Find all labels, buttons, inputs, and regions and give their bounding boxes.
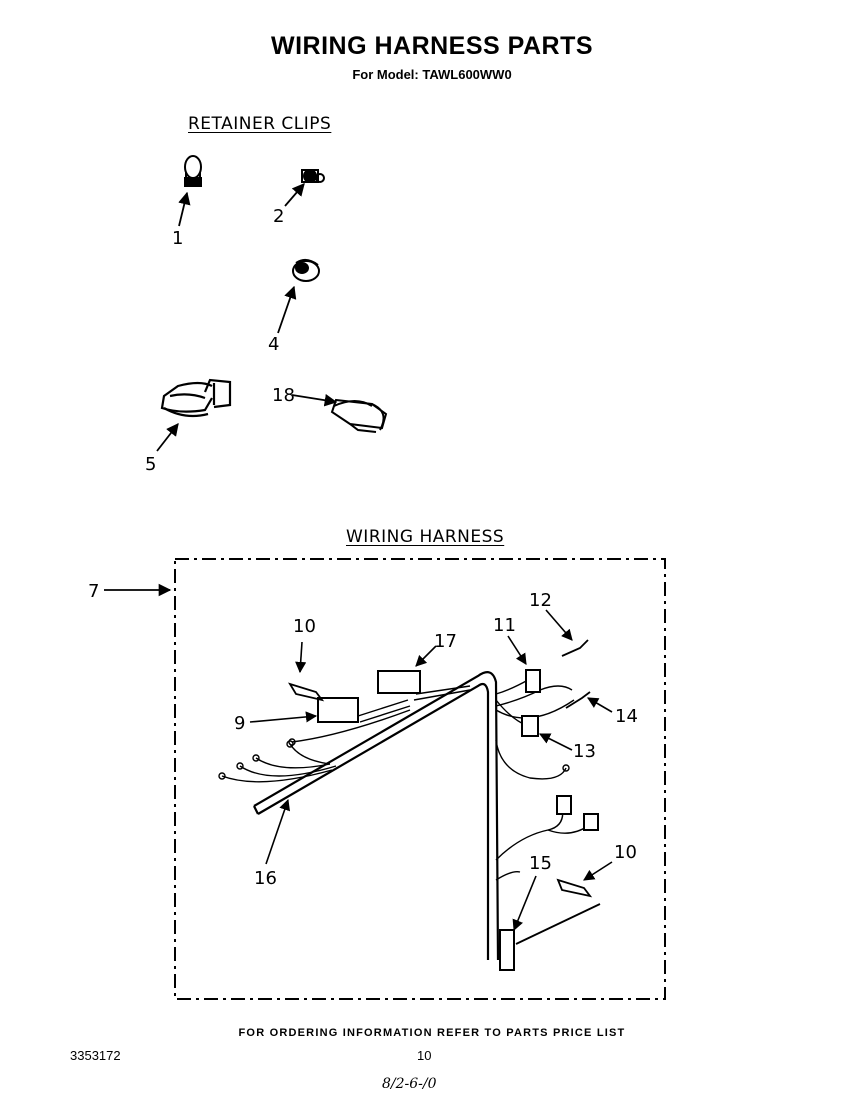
- wiring-harness-heading: WIRING HARNESS: [346, 527, 505, 547]
- callout-16: 16: [254, 868, 277, 889]
- part-4-grommet: [292, 259, 320, 282]
- part-11-connector: [525, 669, 541, 693]
- callout-15: 15: [529, 853, 552, 874]
- part-12-terminal: [561, 639, 589, 657]
- callout-2: 2: [273, 206, 284, 227]
- part-1-clip: [184, 155, 202, 187]
- callout-5: 5: [145, 454, 156, 475]
- document-number: 3353172: [70, 1048, 121, 1063]
- retainer-clips-heading: RETAINER CLIPS: [188, 114, 332, 134]
- callout-9: 9: [234, 713, 245, 734]
- callout-1: 1: [172, 228, 183, 249]
- callout-arrow-1: [178, 191, 191, 227]
- part-10-terminal: [288, 682, 325, 702]
- callout-7: 7: [88, 581, 99, 602]
- callout-14: 14: [615, 706, 638, 727]
- harness-plug: [556, 795, 572, 815]
- harness-border: [174, 558, 666, 1000]
- callout-12: 12: [529, 590, 552, 611]
- connectors: [317, 669, 599, 971]
- callout-arrow-18: [291, 393, 338, 407]
- callout-arrows: [249, 609, 613, 932]
- callout-arrow-4: [277, 285, 297, 334]
- handwritten-note: 8/2-6-/0: [382, 1076, 437, 1092]
- part-10-terminal: [556, 878, 593, 898]
- harness-branches: [218, 679, 589, 881]
- terminals: [288, 639, 601, 945]
- harness-plug: [583, 813, 599, 831]
- part-15-terminal-block: [499, 929, 515, 971]
- page-title: WIRING HARNESS PARTS: [270, 32, 594, 60]
- part-9-connector: [317, 697, 359, 723]
- part-17-connector: [377, 670, 421, 694]
- part-14-terminal: [565, 691, 591, 709]
- callout-10-top: 10: [293, 616, 316, 637]
- model-subtitle: For Model: TAWL600WW0: [352, 67, 512, 82]
- page-number: 10: [417, 1048, 432, 1063]
- part-18-sleeve: [330, 398, 388, 433]
- part-2-clip: [301, 169, 325, 183]
- callout-18: 18: [272, 385, 295, 406]
- callout-11: 11: [493, 615, 516, 636]
- main-harness-trunk: [253, 671, 500, 961]
- part-5-clamp: [160, 378, 232, 418]
- callout-17: 17: [434, 631, 457, 652]
- callout-4: 4: [268, 334, 279, 355]
- callout-arrow-5: [156, 423, 179, 452]
- callout-10-bottom: 10: [614, 842, 637, 863]
- callout-13: 13: [573, 741, 596, 762]
- part-13-connector: [521, 715, 539, 737]
- callout-arrow-2: [284, 183, 305, 207]
- ordering-footer: FOR ORDERING INFORMATION REFER TO PARTS …: [238, 1027, 626, 1039]
